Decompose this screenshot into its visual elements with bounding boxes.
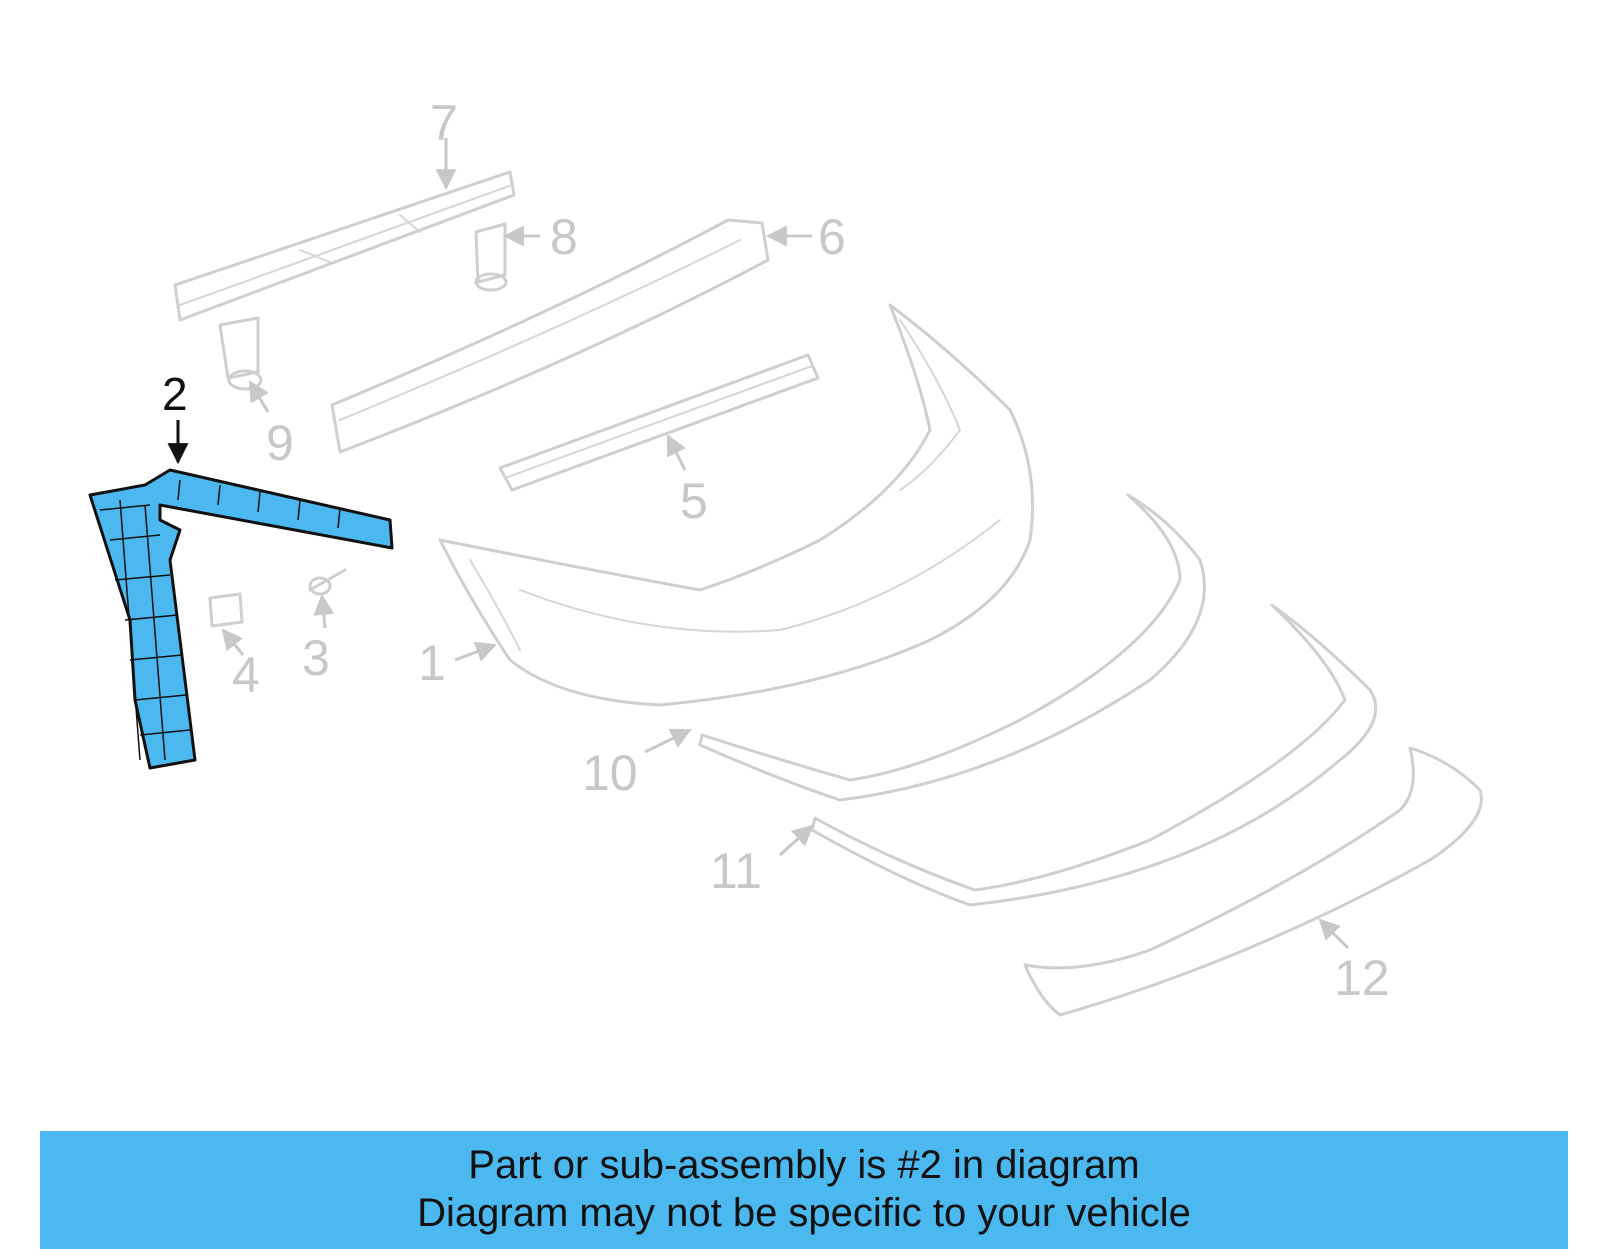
part-9-bracket bbox=[218, 316, 263, 391]
callout-1: 1 bbox=[418, 635, 446, 691]
leader-lines bbox=[167, 138, 1350, 950]
callout-12: 12 bbox=[1334, 950, 1390, 1006]
callout-8: 8 bbox=[550, 209, 578, 265]
banner-line-part: Part or sub-assembly is #2 in diagram bbox=[468, 1143, 1140, 1187]
banner-line-disclaimer: Diagram may not be specific to your vehi… bbox=[417, 1191, 1191, 1235]
callout-10: 10 bbox=[582, 745, 638, 801]
part-7-reinforcement bbox=[173, 170, 516, 322]
callout-3: 3 bbox=[302, 630, 330, 686]
info-banner: Part or sub-assembly is #2 in diagram Di… bbox=[40, 1131, 1568, 1249]
part-1-bumper-cover bbox=[438, 303, 1034, 707]
callout-11: 11 bbox=[710, 843, 762, 899]
part-4-clip bbox=[208, 592, 244, 628]
callout-labels: 7 8 6 9 5 1 3 4 10 11 12 2 bbox=[162, 95, 1390, 1006]
callout-2: 2 bbox=[162, 368, 188, 420]
callout-7: 7 bbox=[430, 95, 458, 151]
part-3-screw bbox=[308, 568, 347, 596]
callout-4: 4 bbox=[232, 647, 260, 703]
part-8-bracket bbox=[474, 222, 508, 292]
callout-6: 6 bbox=[818, 209, 846, 265]
callout-9: 9 bbox=[266, 415, 294, 471]
part-6-absorber bbox=[330, 218, 770, 454]
callout-5: 5 bbox=[680, 473, 708, 529]
part-2-bracket-highlighted[interactable] bbox=[88, 468, 394, 770]
part-11-molding bbox=[810, 603, 1378, 907]
part-10-molding bbox=[698, 493, 1206, 802]
part-5-strip bbox=[498, 353, 820, 492]
part-12-valance bbox=[1023, 746, 1483, 1017]
